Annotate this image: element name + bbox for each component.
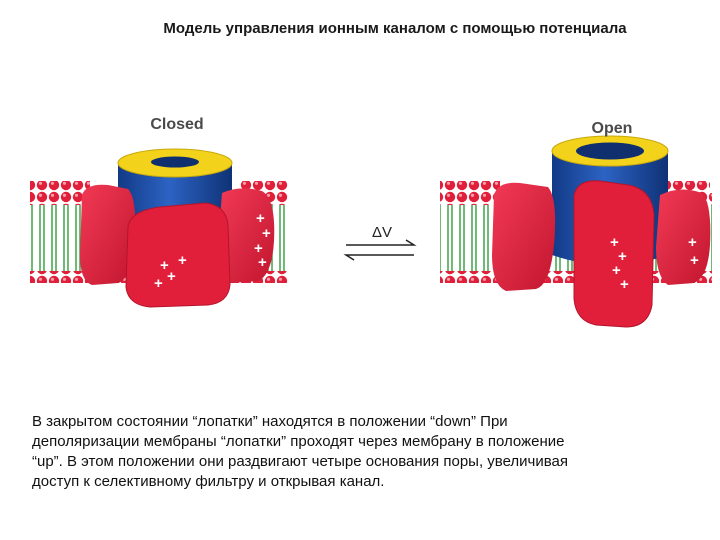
paddle-closed-left	[80, 184, 136, 285]
equilibrium-arrows: ΔV	[343, 224, 417, 261]
caption-line: деполяризации мембраны “лопатки” проходя…	[32, 433, 565, 450]
slide-title: Модель управления ионным каналом с помощ…	[163, 20, 627, 37]
caption-line: В закрытом состоянии “лопатки” находятся…	[32, 413, 508, 430]
plus-sign: +	[258, 254, 267, 271]
channel-diagram: + + + + + + + + + + + + + + Closed Open …	[0, 95, 720, 340]
channel-closed	[80, 148, 275, 308]
plus-sign: +	[254, 240, 263, 257]
delta-v-label: ΔV	[372, 224, 392, 241]
plus-sign: +	[690, 252, 699, 269]
plus-sign: +	[620, 276, 629, 293]
caption-line: “up”. В этом положении они раздвигают че…	[32, 453, 569, 470]
paddle-open-left	[492, 182, 556, 291]
paddle-open-right	[656, 189, 711, 285]
plus-sign: +	[610, 234, 619, 251]
gating-charges: + + + + + + + + + + + + + +	[154, 210, 699, 293]
caption-line: доступ к селективному фильтру и открывая…	[32, 473, 385, 490]
plus-sign: +	[262, 225, 271, 242]
channel-diagram-svg: + + + + + + + + + + + + + + Closed Open …	[30, 116, 712, 328]
plus-sign: +	[612, 262, 621, 279]
plus-sign: +	[688, 234, 697, 251]
paddle-closed-right	[218, 188, 275, 283]
plus-sign: +	[154, 275, 163, 292]
plus-sign: +	[256, 210, 265, 227]
paddle-closed-front	[125, 202, 231, 308]
plus-sign: +	[178, 252, 187, 269]
paddle-open-front	[573, 180, 655, 328]
channel-open	[492, 135, 711, 328]
plus-sign: +	[160, 257, 169, 274]
plus-sign: +	[167, 268, 176, 285]
open-label: Open	[592, 120, 633, 137]
closed-label: Closed	[150, 116, 203, 133]
forward-arrow-icon	[346, 239, 417, 246]
plus-sign: +	[618, 248, 627, 265]
caption: В закрытом состоянии “лопатки” находятся…	[32, 412, 702, 492]
reverse-arrow-icon	[343, 254, 414, 261]
